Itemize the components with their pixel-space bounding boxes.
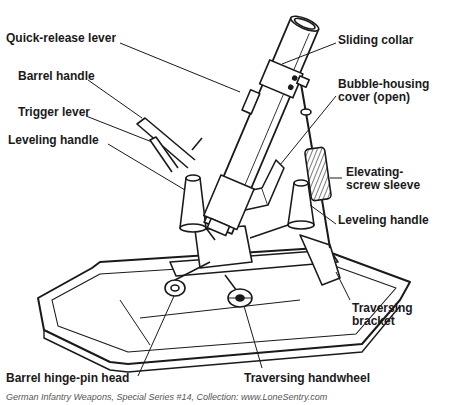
part-label: Barrel handle xyxy=(18,70,95,83)
leader-lines xyxy=(86,43,350,376)
part-label: Leveling handle xyxy=(338,214,429,227)
part-label: Barrel hinge-pin head xyxy=(6,372,129,385)
part-label: Traversing handwheel xyxy=(244,372,370,385)
part-label: Elevating-screw sleeve xyxy=(346,166,436,192)
part-label: Sliding collar xyxy=(338,34,413,47)
part-label: Leveling handle xyxy=(8,134,99,147)
part-label: Quick-release lever xyxy=(6,32,116,45)
part-label: Trigger lever xyxy=(18,106,90,119)
credit-caption: German Infantry Weapons, Special Series … xyxy=(6,392,327,402)
part-label: Bubble-housing cover (open) xyxy=(338,78,438,104)
part-label: Traversing bracket xyxy=(352,302,432,328)
